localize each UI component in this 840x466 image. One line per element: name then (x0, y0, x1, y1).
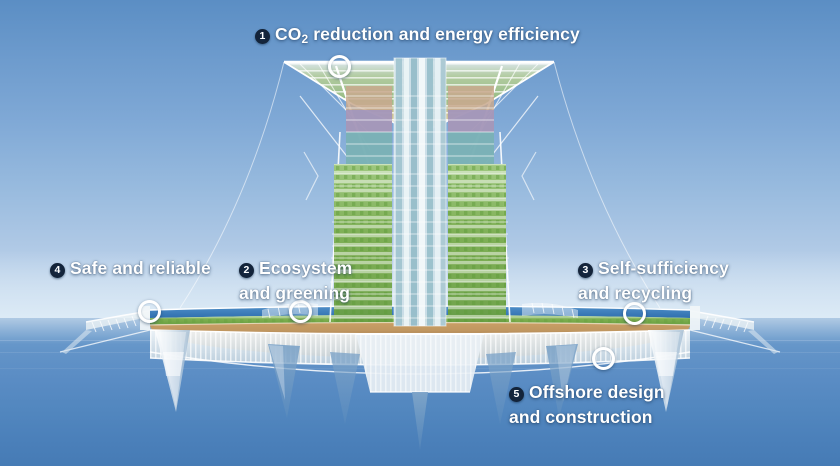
callout-text-2-line1: Ecosystem (259, 258, 353, 278)
tower-glass-core (393, 57, 447, 327)
callout-text-1-pre: CO (275, 24, 302, 44)
callout-line-2a: 2 Ecosystem (239, 256, 352, 281)
callout-label-4: 4 Safe and reliable (50, 256, 211, 281)
callout-text-2-line2: and greening (239, 283, 351, 303)
tower-green-floors (334, 86, 506, 322)
callout-label-3: 3 Self-sufficiency and recycling (578, 256, 729, 306)
callout-label-2: 2 Ecosystem and greening (239, 256, 352, 306)
callout-badge-2: 2 (239, 263, 254, 278)
callout-badge-3: 3 (578, 263, 593, 278)
callout-text-1-post: reduction and energy efficiency (308, 24, 580, 44)
central-hub (356, 333, 484, 450)
callout-badge-5: 5 (509, 387, 524, 402)
callout-label-1: 1 CO2 reduction and energy efficiency (255, 22, 580, 52)
submerged-piles (155, 330, 684, 424)
marker-ring-3[interactable] (623, 302, 646, 325)
callout-line-3a: 3 Self-sufficiency (578, 256, 729, 281)
callout-label-5: 5 Offshore design and construction (509, 380, 665, 430)
callout-text-3-line2: and recycling (578, 283, 693, 303)
callout-text-1-sub: 2 (301, 32, 309, 46)
callout-text-4-line1: Safe and reliable (70, 258, 211, 278)
callout-text-3-line1: Self-sufficiency (598, 258, 729, 278)
marker-ring-2[interactable] (289, 300, 312, 323)
callout-badge-1: 1 (255, 29, 270, 44)
marker-ring-1[interactable] (328, 55, 351, 78)
callout-line-5a: 5 Offshore design (509, 380, 665, 405)
tower-floor-slabs (330, 95, 510, 319)
callout-text-5-line1: Offshore design (529, 382, 665, 402)
callout-badge-4: 4 (50, 263, 65, 278)
canopy-support-cables (179, 61, 661, 309)
outrigger-right (685, 309, 781, 354)
callout-text-5-line2: and construction (509, 407, 653, 427)
marker-ring-4[interactable] (138, 300, 161, 323)
marker-ring-5[interactable] (592, 347, 615, 370)
